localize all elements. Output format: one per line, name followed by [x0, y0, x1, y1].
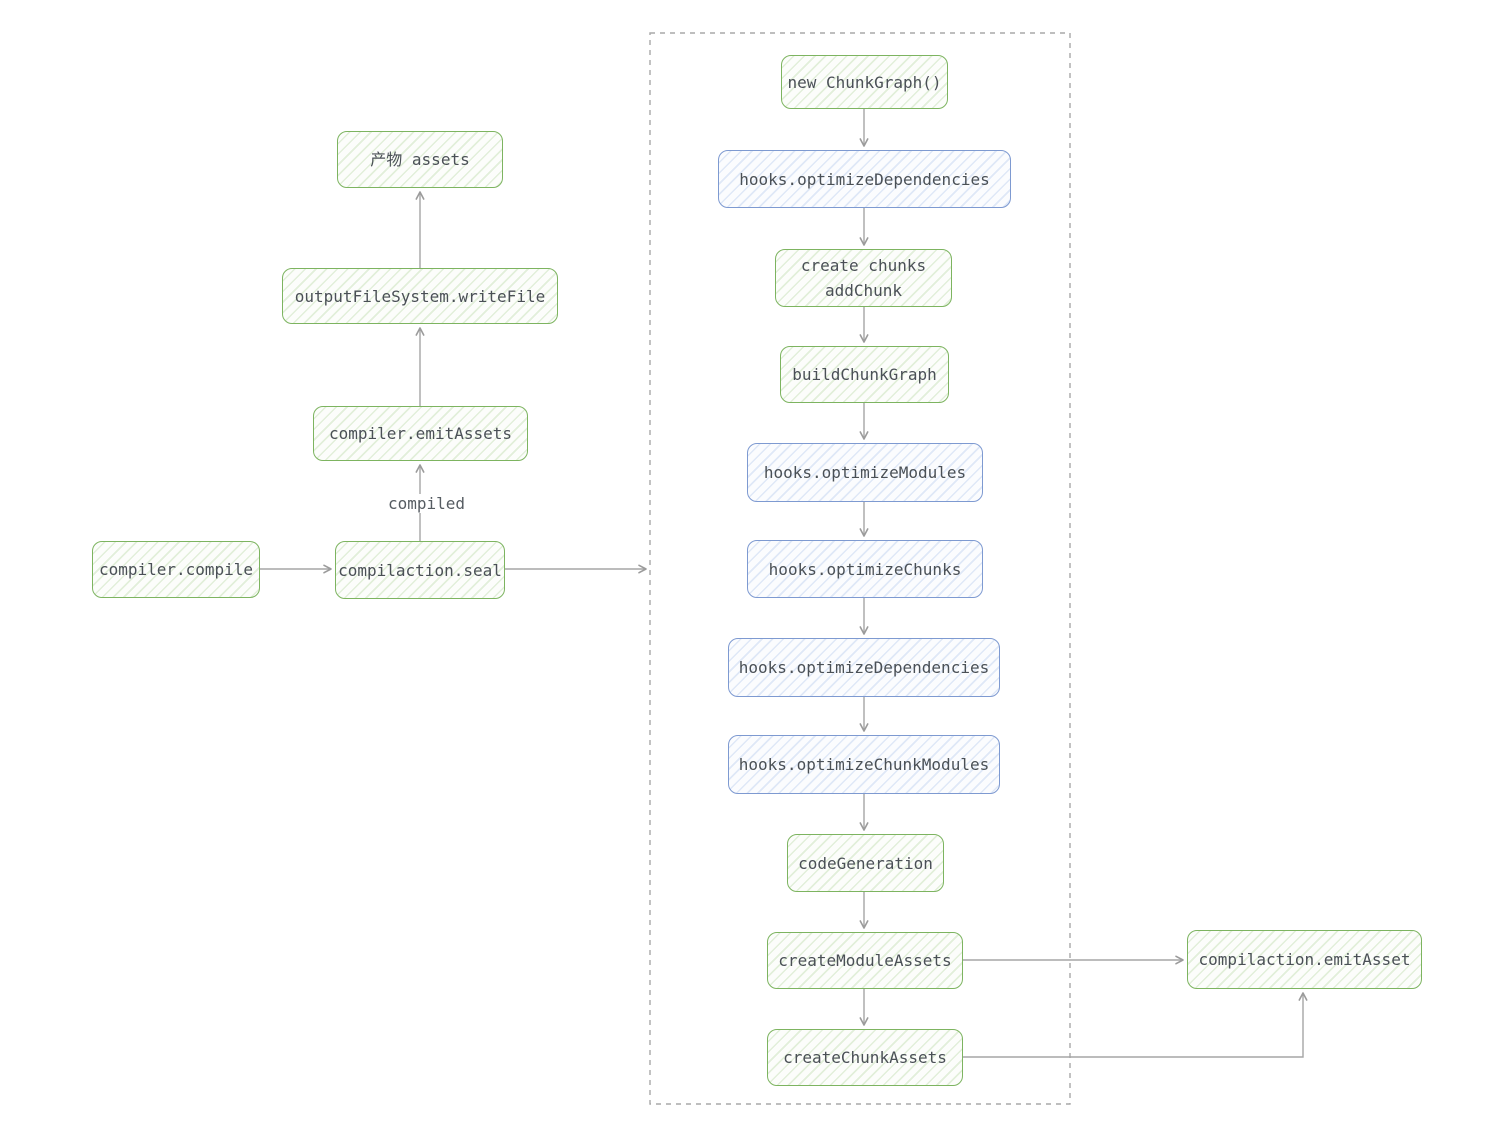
node-createchunkassets: createChunkAssets [767, 1029, 963, 1086]
node-buildchunkgraph: buildChunkGraph [780, 346, 949, 403]
create-chunks-line2: addChunk [824, 281, 903, 300]
node-createmoduleassets: createModuleAssets [767, 932, 963, 989]
node-compiler-compile: compiler.compile [92, 541, 260, 598]
edge-label-compiled: compiled [384, 494, 470, 513]
node-new-chunkgraph: new ChunkGraph() [781, 55, 948, 109]
create-chunks-line1: create chunks [800, 256, 927, 275]
node-compilaction-seal: compilaction.seal [335, 541, 505, 599]
seal-phase-dashed-container [649, 32, 1071, 1105]
arrow-createchunkassets-to-emitasset [963, 992, 1308, 1058]
node-outputfilesystem-writefile: outputFileSystem.writeFile [282, 268, 558, 324]
node-compilaction-emitasset: compilaction.emitAsset [1187, 930, 1422, 989]
node-hooks-optimizechunks: hooks.optimizeChunks [747, 540, 983, 598]
node-hooks-optimizemodules: hooks.optimizeModules [747, 443, 983, 502]
node-compiler-emitassets: compiler.emitAssets [313, 406, 528, 461]
node-hooks-optimizechunkmodules: hooks.optimizeChunkModules [728, 735, 1000, 794]
node-assets-output: 产物 assets [337, 131, 503, 188]
node-hooks-optimizedependencies-2: hooks.optimizeDependencies [728, 638, 1000, 697]
node-hooks-optimizedependencies-1: hooks.optimizeDependencies [718, 150, 1011, 208]
node-create-chunks-addchunk: create chunks addChunk [775, 249, 952, 307]
node-codegeneration: codeGeneration [787, 834, 944, 892]
